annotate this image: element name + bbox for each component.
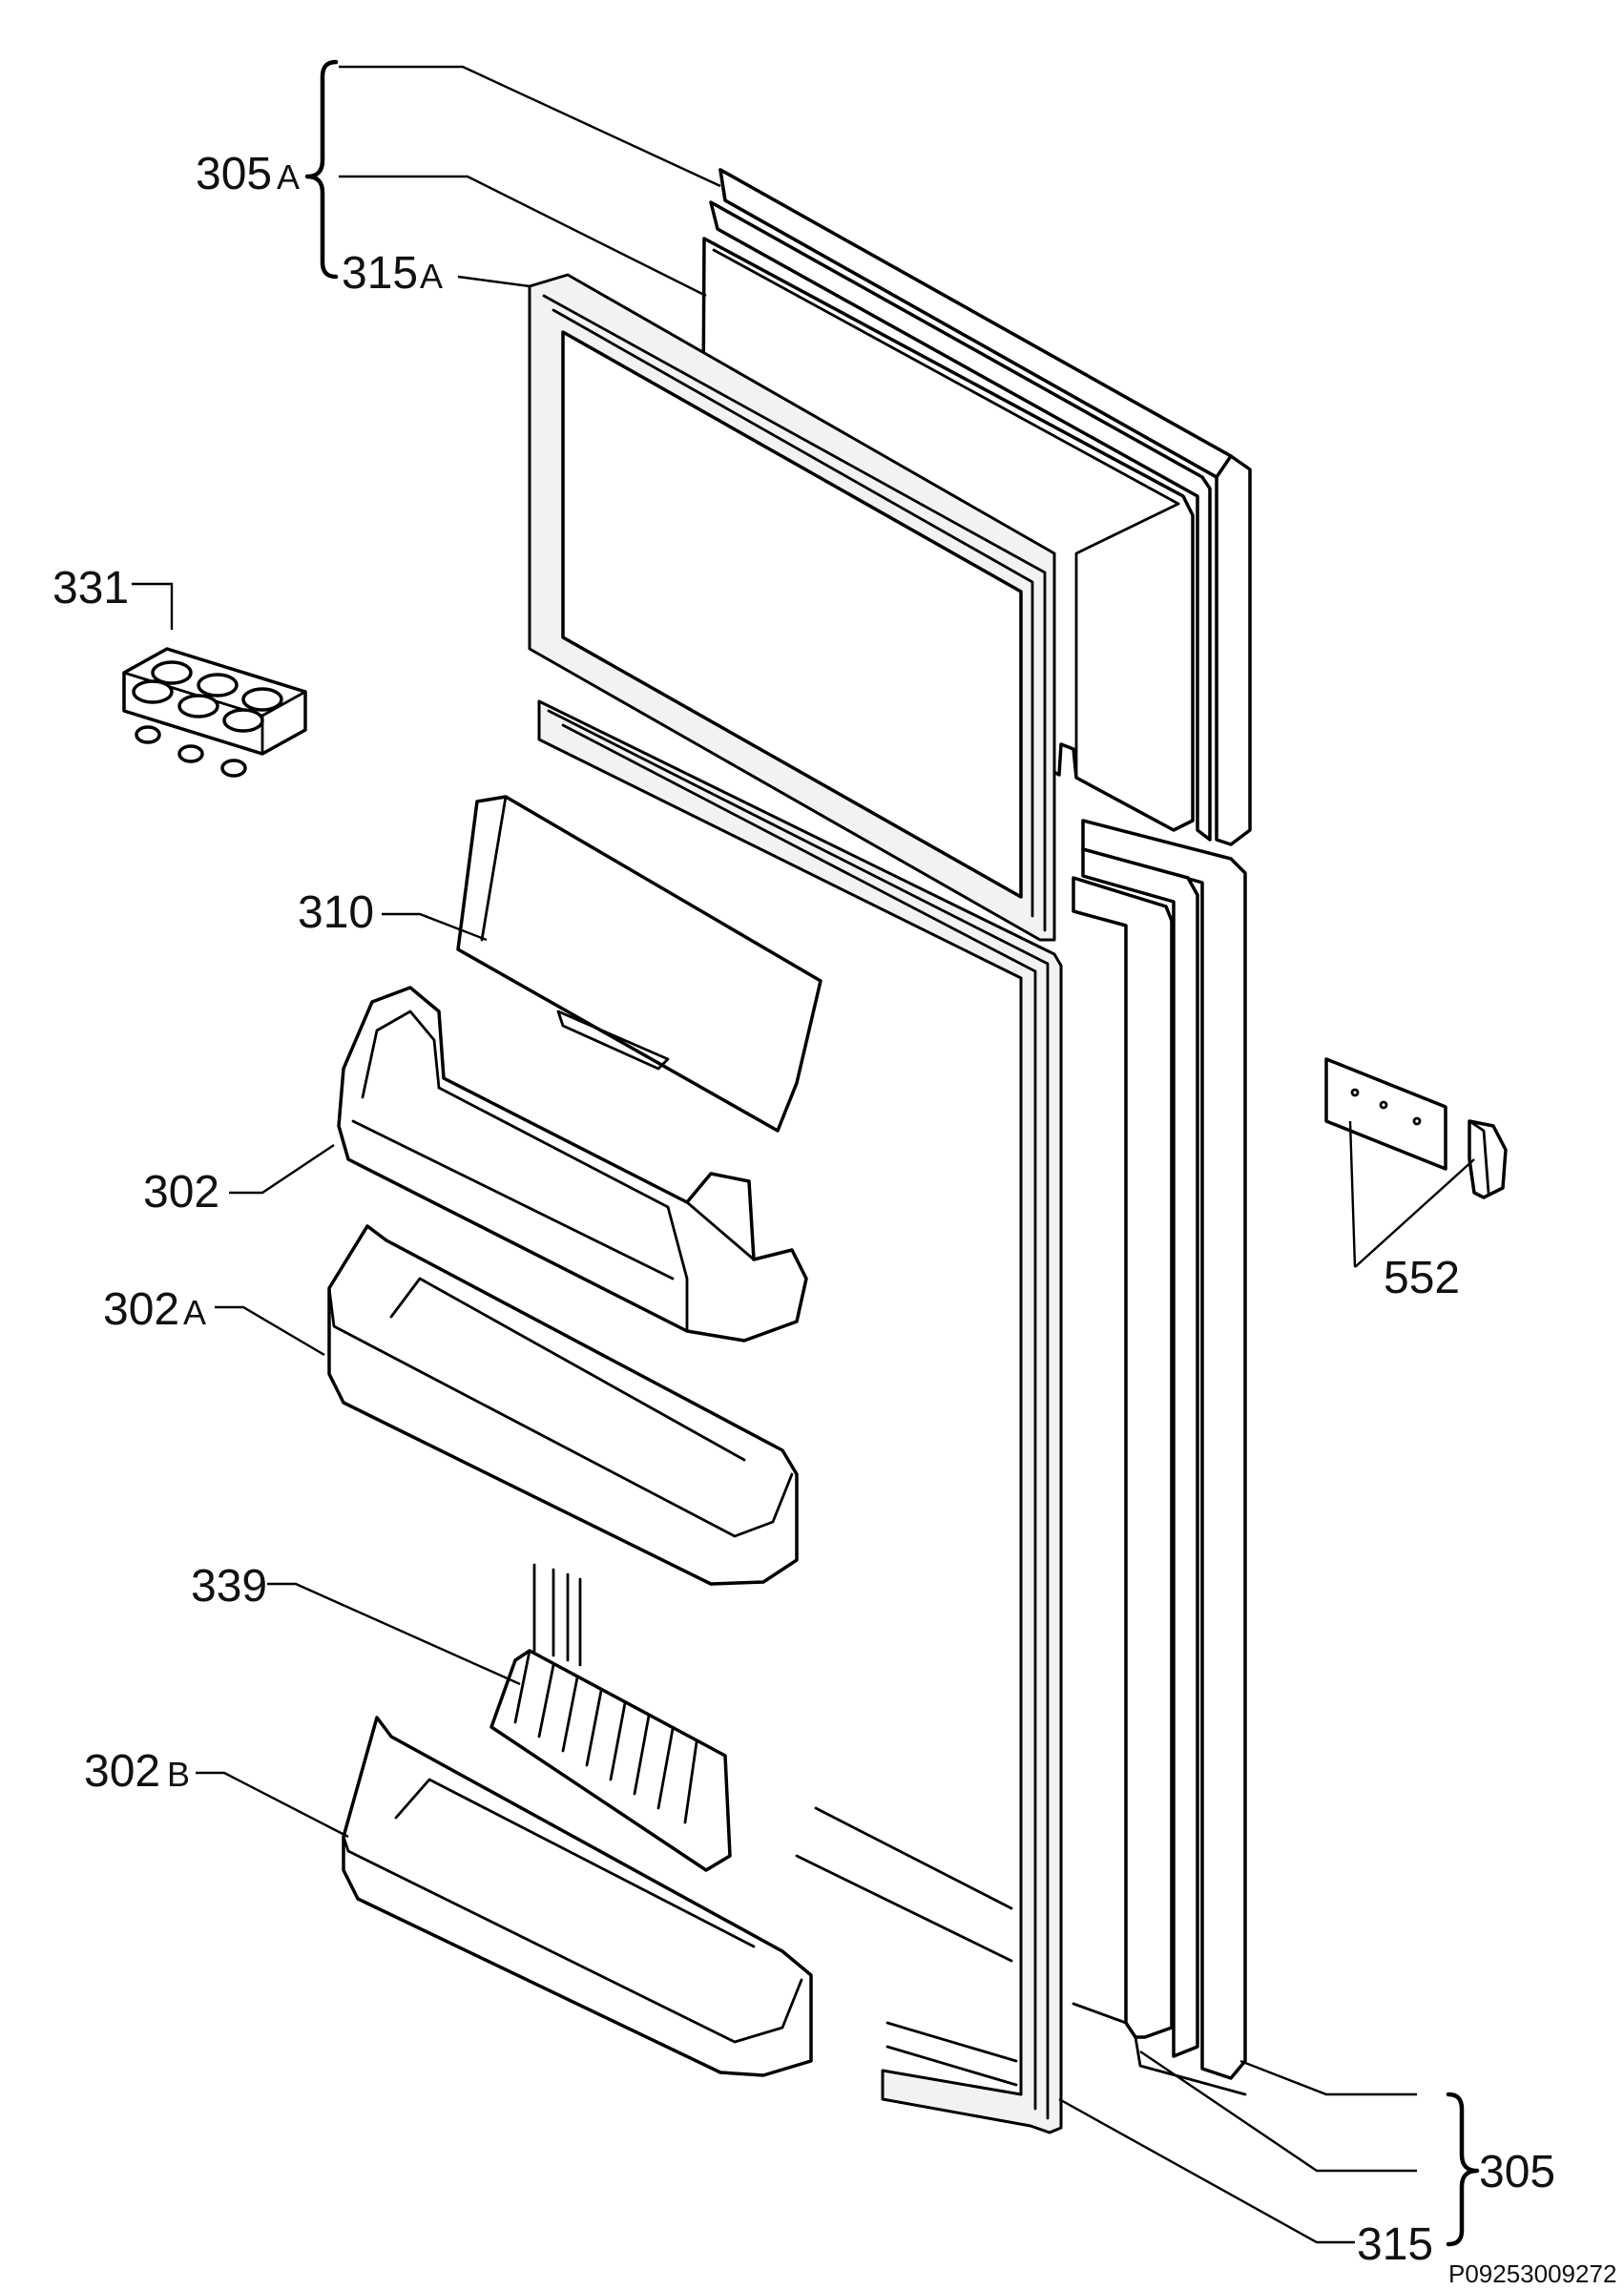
bracket-305 <box>1446 2092 1480 2247</box>
label-315A-number: 315 <box>342 248 418 299</box>
callout-552[interactable]: 552 <box>1384 1253 1460 1303</box>
freezer-gasket-315A <box>528 273 1056 942</box>
bracket-305A <box>304 59 339 280</box>
egg-tray-331 <box>122 647 307 778</box>
callout-302A[interactable]: 302 A <box>103 1284 206 1335</box>
shelf-302B <box>342 1716 813 2077</box>
label-302A-number: 302 <box>103 1284 179 1335</box>
shelf-302A <box>327 1224 799 1586</box>
callout-310[interactable]: 310 <box>298 887 374 938</box>
callout-315[interactable]: 315 <box>1357 2219 1433 2270</box>
label-302B-suffix: B <box>167 1755 190 1794</box>
bottle-retainer-339 <box>489 1649 732 1872</box>
hinge-brackets-552 <box>1324 1057 1508 1199</box>
callout-339[interactable]: 339 <box>191 1561 267 1612</box>
callout-305A[interactable]: 305 A <box>196 149 300 199</box>
label-305A-suffix: A <box>277 157 300 197</box>
callout-302B[interactable]: 302 B <box>84 1746 190 1797</box>
label-315A-suffix: A <box>420 257 443 296</box>
label-305A-number: 305 <box>196 149 272 199</box>
callout-315A[interactable]: 315 A <box>342 248 443 299</box>
fridge-door-305 <box>1072 819 1247 2096</box>
label-302B-number: 302 <box>84 1746 160 1797</box>
document-id: P09253009272 <box>1448 2259 1616 2288</box>
connector-strips <box>532 1563 582 1667</box>
callout-305[interactable]: 305 <box>1479 2147 1555 2197</box>
leader-lines <box>132 65 1475 2244</box>
fridge-gasket-315 <box>537 699 1063 2134</box>
label-302A-suffix: A <box>183 1293 206 1332</box>
shelf-302 <box>337 986 808 1343</box>
callout-331[interactable]: 331 <box>52 563 129 614</box>
dairy-flap-310 <box>456 795 822 1133</box>
callout-302[interactable]: 302 <box>143 1167 219 1218</box>
